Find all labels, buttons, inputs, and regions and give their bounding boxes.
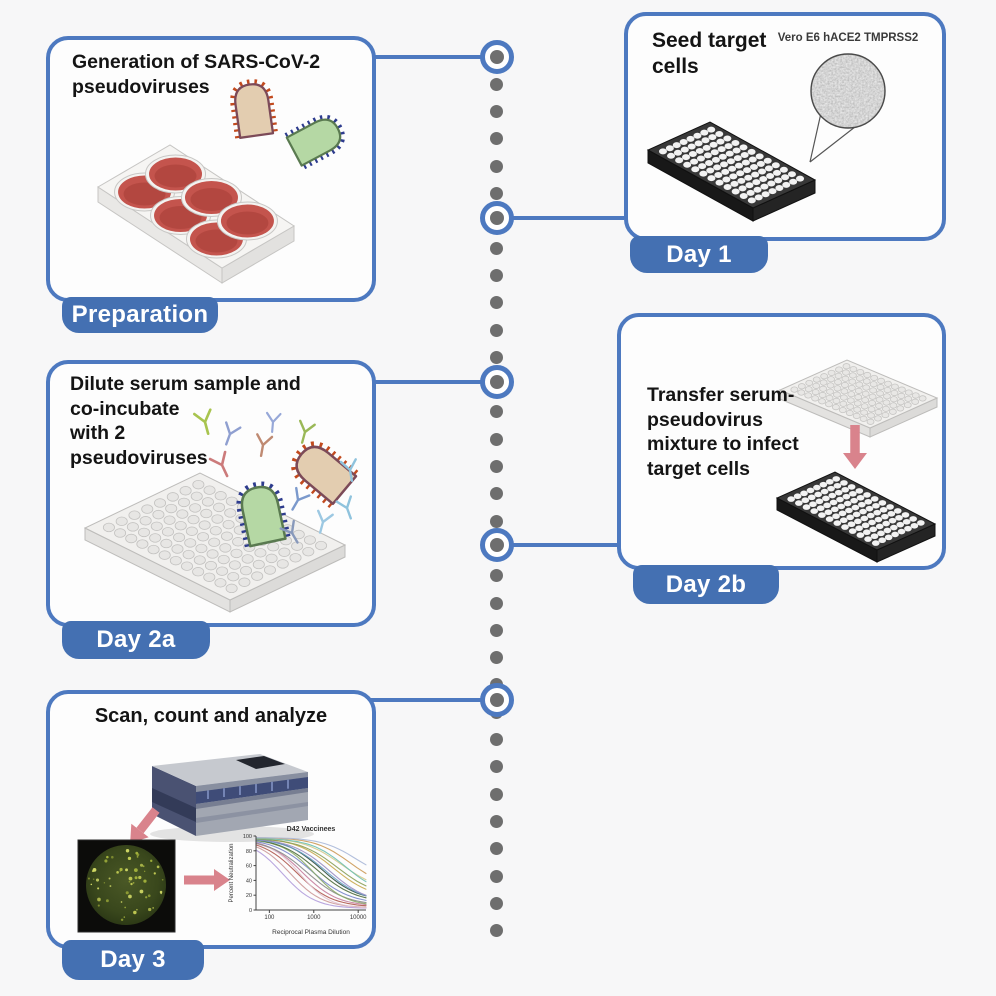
antibody-icon — [193, 408, 212, 436]
pseudovirus-icon — [236, 481, 291, 548]
timeline-node-day2b — [480, 528, 514, 562]
pseudovirus-icon — [230, 79, 278, 139]
antibody-icon — [299, 419, 316, 444]
cell-line-label: Vero E6 hACE2 TMPRSS2 — [777, 32, 919, 44]
timeline-dot — [490, 432, 503, 446]
panel-day1-title: Seed target cells — [652, 29, 767, 79]
timeline-dot — [490, 460, 503, 473]
timeline-dot — [490, 132, 503, 146]
timeline-dot — [490, 159, 503, 173]
timeline-dot — [490, 924, 503, 938]
cell-micrograph — [812, 55, 884, 127]
flow-arrow-icon — [130, 807, 160, 844]
svg-text:80: 80 — [246, 849, 252, 855]
timeline-node-day1 — [480, 201, 514, 235]
flow-arrow-icon — [843, 425, 867, 469]
six-well-plate-and-pseudoviruses-illustration — [97, 79, 345, 284]
badge-day2a: Day 2a — [62, 621, 210, 659]
panel-day2b-title: Transfer serum- pseudovirus mixture to i… — [647, 384, 799, 480]
connector-day2a-to-timeline — [370, 380, 484, 384]
connector-day3-to-timeline — [370, 698, 484, 702]
svg-text:40: 40 — [246, 878, 252, 884]
timeline-dot — [490, 896, 503, 910]
timeline-dot — [490, 77, 503, 91]
timeline-node-day2a — [480, 365, 514, 399]
fluorescent-well-image — [77, 839, 176, 933]
svg-text:0: 0 — [249, 908, 252, 914]
badge-day1: Day 1 — [630, 236, 768, 273]
timeline-dot — [490, 514, 503, 528]
timeline-dot — [490, 268, 503, 282]
connector-prep-to-timeline — [370, 55, 484, 59]
connector-timeline-to-day1 — [510, 216, 624, 220]
badge-day3: Day 3 — [62, 940, 204, 980]
antibody-icon — [339, 458, 357, 483]
timeline-dot — [490, 405, 503, 419]
timeline-dot — [490, 187, 503, 200]
antibody-icon — [317, 509, 334, 534]
antibody-icon — [335, 495, 352, 520]
timeline-dot — [490, 487, 503, 501]
badge-day2b: Day 2b — [633, 565, 779, 604]
panel-day2a: Dilute serum sample and co-incubate with… — [46, 360, 376, 627]
timeline-node-prep — [480, 40, 514, 74]
svg-text:20: 20 — [246, 893, 252, 899]
badge-preparation: Preparation — [62, 297, 218, 333]
flow-arrow-icon — [184, 869, 230, 891]
timeline-dot — [490, 760, 503, 774]
pseudovirus-icon — [291, 441, 360, 509]
antibody-icon — [291, 486, 311, 511]
timeline-dot — [490, 651, 503, 665]
pseudovirus-icon — [284, 114, 345, 170]
plate-transfer-illustration — [775, 359, 939, 563]
black-96well-plate-and-cell-micrograph-illustration — [646, 53, 886, 222]
panel-preparation-title: Generation of SARS-CoV-2 pseudoviruses — [72, 51, 321, 98]
clear-96well-plate-antibodies-pseudoviruses-illustration — [83, 408, 360, 613]
antibody-icon — [279, 519, 299, 544]
antibody-icon — [225, 421, 242, 446]
antibody-icon — [256, 433, 274, 458]
timeline-dot — [490, 241, 503, 255]
plate-scanner-icon — [150, 754, 314, 842]
timeline-dot — [490, 569, 503, 583]
panel-day2a-title: Dilute serum sample and co-incubate with… — [70, 373, 301, 469]
svg-text:Percent Neutralization: Percent Neutralization — [229, 843, 235, 902]
svg-text:60: 60 — [246, 864, 252, 870]
timeline-dot — [490, 596, 503, 610]
timeline-dot — [490, 733, 503, 746]
svg-text:100: 100 — [264, 915, 275, 921]
panel-day2b: Transfer serum- pseudovirus mixture to i… — [617, 313, 946, 570]
timeline-dot — [490, 787, 503, 801]
panel-day1: Seed target cells Vero E6 hACE2 TMPRSS2 — [624, 12, 946, 241]
panel-day3-title: Scan, count and analyze — [94, 705, 328, 727]
timeline-dot — [490, 842, 503, 856]
panel-preparation: Generation of SARS-CoV-2 pseudoviruses — [46, 36, 376, 302]
connector-timeline-to-day2b — [510, 543, 621, 547]
antibody-icon — [265, 411, 282, 433]
timeline-node-day3 — [480, 683, 514, 717]
svg-text:100: 100 — [243, 834, 252, 840]
svg-text:D42 Vaccinees: D42 Vaccinees — [287, 826, 336, 833]
timeline-dot — [490, 296, 503, 310]
timeline-dot — [490, 814, 503, 828]
svg-text:10000: 10000 — [350, 915, 367, 921]
timeline-dot — [490, 323, 503, 337]
svg-text:Reciprocal Plasma Dilution: Reciprocal Plasma Dilution — [272, 929, 350, 936]
antibody-icon — [208, 450, 229, 478]
timeline-dot — [490, 350, 503, 364]
timeline-dot — [490, 869, 503, 883]
timeline-dot — [490, 105, 503, 119]
svg-text:1000: 1000 — [307, 915, 321, 921]
timeline-dot — [490, 623, 503, 637]
